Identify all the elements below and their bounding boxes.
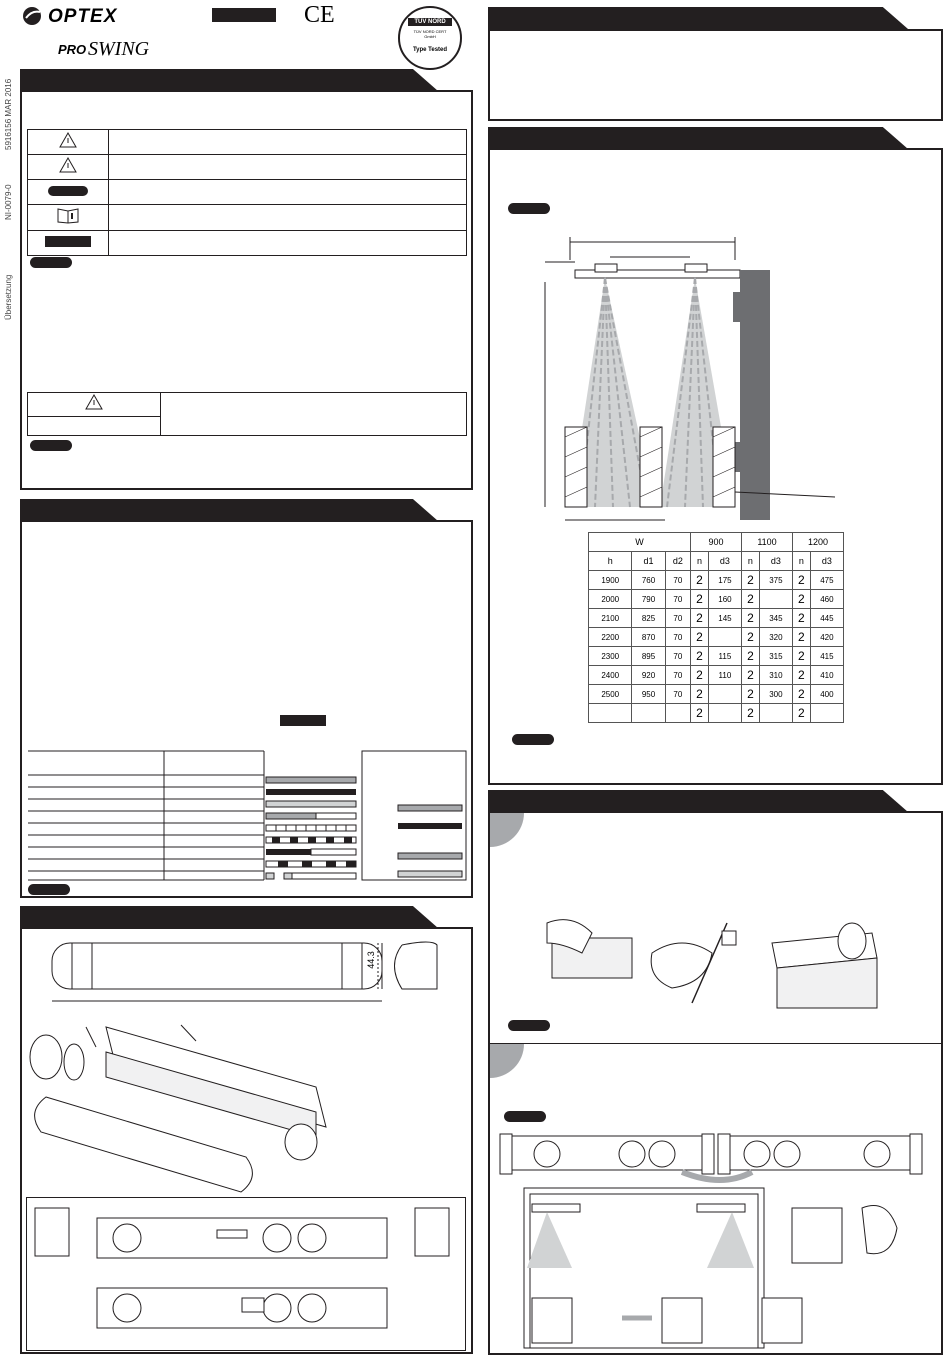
section-header-safety bbox=[20, 69, 438, 91]
col-d3: d3 bbox=[809, 551, 845, 571]
col-d3: d3 bbox=[758, 551, 793, 571]
section-header-output bbox=[20, 499, 438, 521]
blink-slow-bar bbox=[265, 824, 357, 832]
doc-number: 5916156 MAR 2016 bbox=[4, 78, 13, 150]
note-pill bbox=[28, 884, 70, 895]
installation-panel bbox=[488, 811, 943, 1355]
label-block-icon bbox=[45, 236, 91, 247]
symbol-row bbox=[27, 129, 467, 155]
installation-table: W 900 1100 1200 h d1 d2 n d3 n d3 n d3 1… bbox=[587, 532, 845, 723]
cover-removal-illustrations bbox=[546, 919, 878, 1009]
symbol-row bbox=[27, 154, 467, 180]
info-panel bbox=[488, 29, 943, 121]
section-header-info bbox=[488, 7, 908, 29]
note-pill bbox=[30, 257, 72, 268]
label-block bbox=[280, 715, 326, 726]
tuv-line1: TÜV NORD CERT bbox=[413, 29, 447, 34]
warning-icon bbox=[85, 393, 103, 410]
col-w1200: 1200 bbox=[791, 532, 845, 552]
language-badge bbox=[212, 8, 276, 22]
height-dimension-label: 44.3 bbox=[365, 951, 376, 969]
col-d1: d1 bbox=[631, 551, 666, 571]
section-header-detection bbox=[488, 127, 908, 149]
col-n: n bbox=[690, 551, 709, 571]
col-h: h bbox=[587, 551, 633, 571]
col-w: W bbox=[587, 532, 692, 552]
symbol-row bbox=[27, 230, 467, 256]
section-header-installation bbox=[488, 790, 908, 812]
tuv-name: TÜV NORD bbox=[408, 18, 452, 26]
optex-logo-icon bbox=[23, 7, 41, 25]
blink-fast-bar bbox=[265, 860, 357, 868]
col-w900: 900 bbox=[690, 532, 743, 552]
parts-panel: 44.3 bbox=[20, 927, 473, 1354]
manual-info-icon bbox=[57, 208, 79, 224]
tuv-arc: Type Tested bbox=[412, 47, 448, 53]
dimension-drawing bbox=[51, 941, 438, 1002]
status-legend-table bbox=[28, 750, 467, 881]
section-header-parts bbox=[20, 906, 438, 928]
symbol-row bbox=[27, 179, 467, 205]
note-pill-icon bbox=[48, 186, 88, 196]
blink-black-bar bbox=[265, 836, 357, 844]
caution-icon bbox=[59, 156, 77, 172]
col-n: n bbox=[741, 551, 760, 571]
product-logo: PRO SWING bbox=[58, 38, 168, 66]
col-n: n bbox=[791, 551, 811, 571]
part-number: NI-0079-0 bbox=[4, 184, 13, 220]
step-2-marker bbox=[490, 1044, 524, 1078]
detail-box bbox=[26, 1197, 466, 1351]
pcb-top-view bbox=[34, 1207, 450, 1329]
note-pill bbox=[30, 440, 72, 451]
output-panel bbox=[20, 520, 473, 898]
exploded-view-diagram bbox=[29, 1024, 327, 1193]
step-1-marker bbox=[490, 813, 524, 847]
symbol-table bbox=[27, 129, 467, 256]
col-w1100: 1100 bbox=[741, 532, 793, 552]
tuv-line2: GmbH bbox=[424, 34, 436, 39]
col-d2: d2 bbox=[664, 551, 692, 571]
detection-panel: W 900 1100 1200 h d1 d2 n d3 n d3 n d3 1… bbox=[488, 148, 943, 785]
brand-logo: OPTEX bbox=[22, 6, 152, 27]
note-pill bbox=[504, 1111, 546, 1122]
note-pill bbox=[508, 203, 550, 214]
symbol-row bbox=[27, 204, 467, 231]
mounting-diagram bbox=[499, 1133, 923, 1349]
product-name: SWING bbox=[88, 38, 150, 60]
warning-box bbox=[27, 392, 467, 436]
step-divider bbox=[490, 1043, 941, 1044]
safety-panel bbox=[20, 90, 473, 490]
col-d3: d3 bbox=[707, 551, 743, 571]
tuv-seal: TÜV NORD TÜV NORD CERT GmbH Type Tested bbox=[398, 6, 462, 70]
note-pill bbox=[512, 734, 554, 745]
brand-name: OPTEX bbox=[48, 6, 118, 27]
ce-mark: CE bbox=[304, 2, 335, 28]
detection-pattern-diagram bbox=[544, 237, 836, 521]
translation-note: Übersetzung bbox=[4, 274, 13, 320]
warning-icon bbox=[59, 131, 77, 147]
product-prefix: PRO bbox=[58, 42, 87, 57]
note-pill bbox=[508, 1020, 550, 1031]
